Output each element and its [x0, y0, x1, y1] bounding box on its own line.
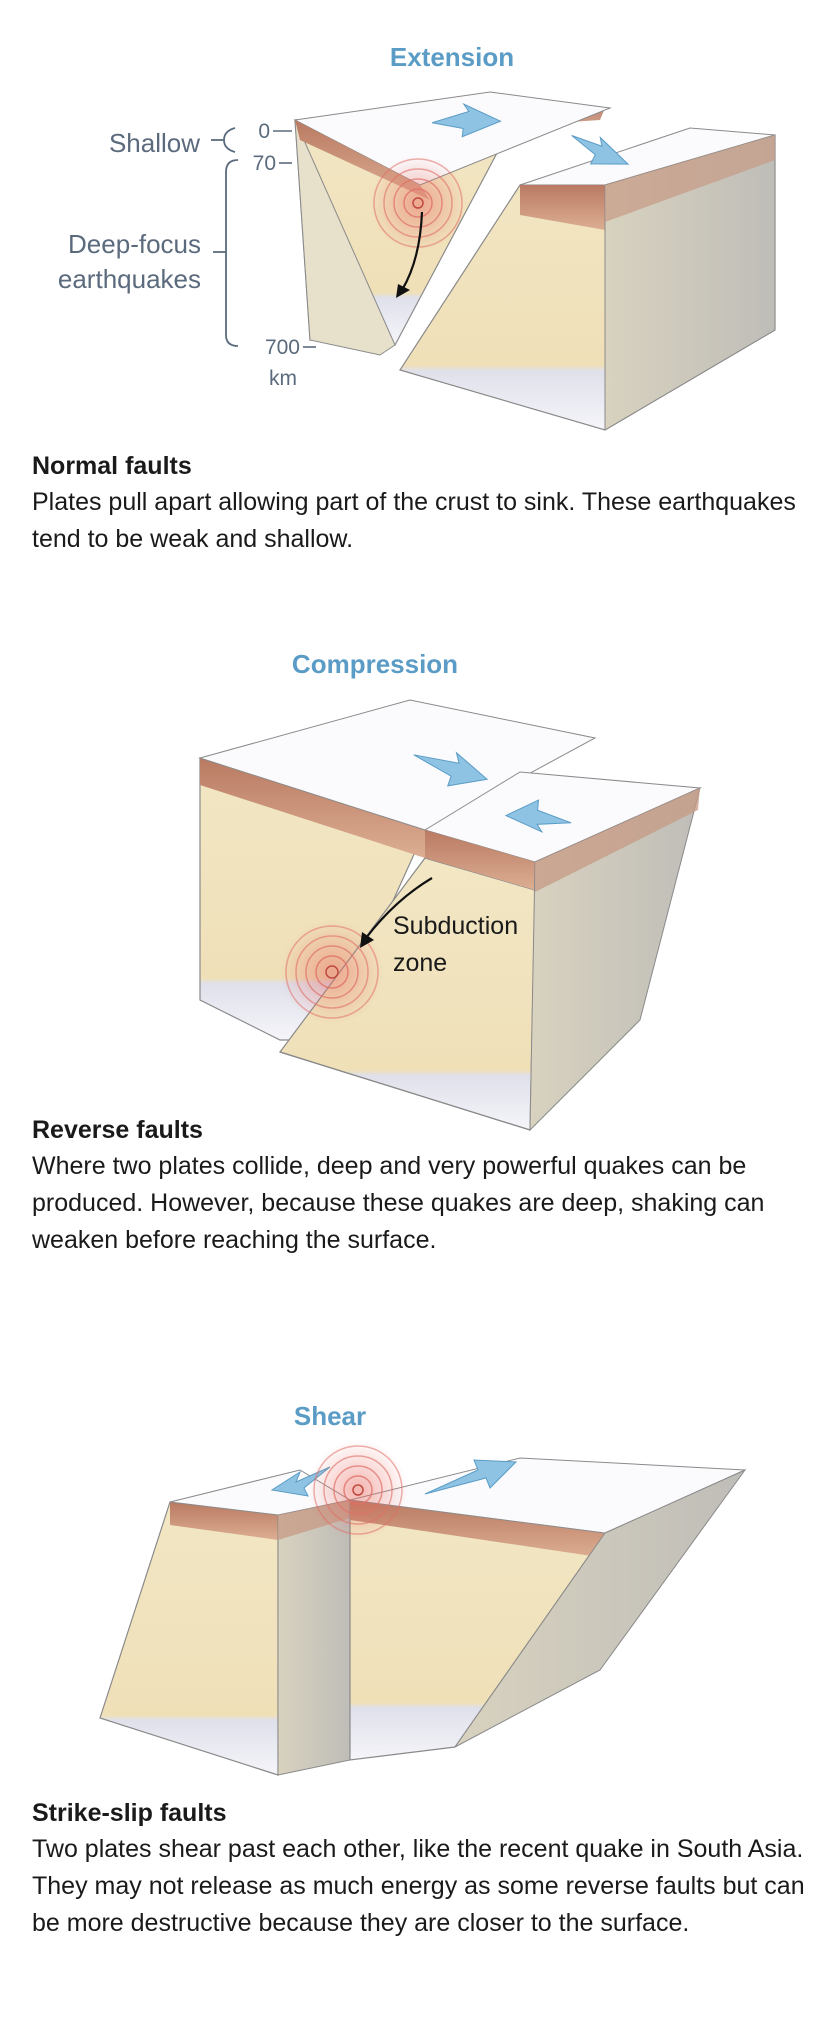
left-push-arrow	[504, 799, 572, 834]
reverse-heading: Reverse faults	[32, 1116, 203, 1144]
right-block	[399, 127, 776, 431]
left-block-top	[293, 91, 612, 186]
reverse-fault-panel: Compression Subdu	[0, 600, 835, 1300]
right-pull-arrow	[571, 135, 630, 165]
reverse-caption: Reverse faults Where two plates collide,…	[32, 1112, 812, 1259]
tick-0: 0	[258, 120, 270, 143]
strike-slip-body: Two plates shear past each other, like t…	[32, 1835, 805, 1937]
left-block	[99, 1469, 352, 1776]
strike-slip-diagram: Shear	[99, 1401, 747, 1776]
tick-700: 700	[265, 336, 300, 359]
normal-caption: Normal faults Plates pull apart allowing…	[32, 448, 812, 558]
subduction-label-1: Subduction	[393, 912, 518, 940]
extension-label: Extension	[390, 42, 514, 72]
normal-fault-diagram: Extension	[58, 42, 776, 431]
subduction-arrowhead	[360, 932, 374, 948]
slip-arrow	[401, 211, 424, 291]
reverse-quake-focus	[280, 920, 384, 1024]
strike-slip-quake-focus	[308, 1440, 408, 1540]
strike-slip-panel: Shear Strike-slip faul	[0, 1350, 835, 2030]
subduction-arrow	[365, 877, 433, 939]
strike-slip-heading: Strike-slip faults	[32, 1799, 227, 1827]
compression-label: Compression	[292, 649, 458, 679]
right-block	[279, 771, 702, 1132]
right-push-arrow	[413, 751, 489, 787]
deep-focus-label-2: earthquakes	[58, 264, 201, 294]
reverse-fault-diagram: Compression Subdu	[198, 649, 702, 1132]
reverse-body: Where two plates collide, deep and very …	[32, 1152, 765, 1254]
depth-scale: Shallow 0 70 Deep-focus earthquakes 700 …	[58, 120, 316, 390]
right-shear-arrow	[424, 1459, 518, 1495]
left-block	[198, 699, 597, 1041]
unit-km: km	[269, 367, 297, 390]
left-pull-arrow	[431, 102, 502, 138]
subduction-label-2: zone	[393, 949, 447, 977]
strike-slip-caption: Strike-slip faults Two plates shear past…	[32, 1795, 812, 1942]
normal-fault-panel: Extension	[0, 0, 835, 560]
normal-quake-focus	[370, 155, 466, 251]
shear-label: Shear	[294, 1401, 366, 1431]
right-block	[349, 1457, 747, 1761]
slip-arrowhead	[396, 284, 410, 298]
normal-body: Plates pull apart allowing part of the c…	[32, 488, 796, 553]
tick-70: 70	[253, 152, 276, 175]
shallow-label: Shallow	[109, 128, 200, 158]
normal-heading: Normal faults	[32, 452, 192, 480]
deep-focus-label-1: Deep-focus	[68, 229, 201, 259]
